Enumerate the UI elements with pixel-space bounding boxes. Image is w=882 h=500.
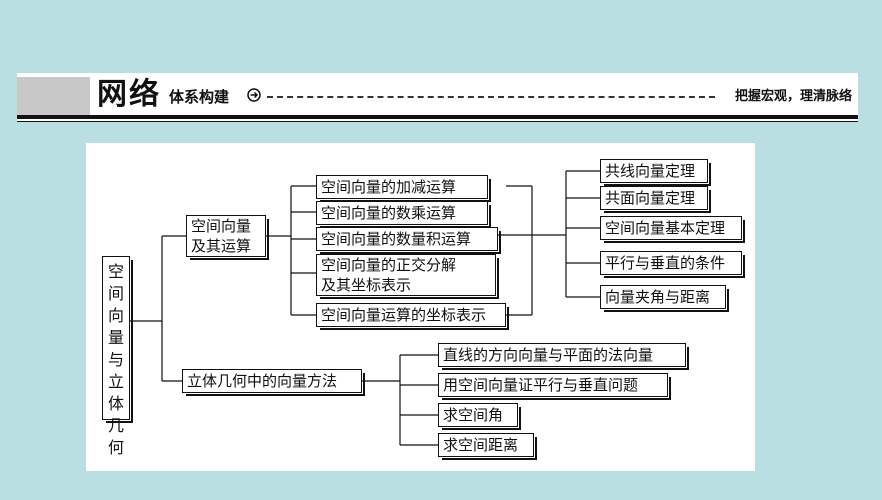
header-subtitle: 体系构建: [169, 88, 230, 106]
thm-parallel-perp: 平行与垂直的条件: [600, 251, 745, 278]
connector-lines: [130, 170, 600, 446]
op-orthogonal-line1: 空间向量的正交分解: [321, 256, 457, 274]
method-prove: 用空间向量证平行与垂直问题: [438, 373, 671, 400]
op-add-sub: 空间向量的加减运算: [316, 175, 491, 202]
op-dot-label: 空间向量的数量积运算: [321, 230, 472, 248]
header-title: 网络: [97, 77, 161, 112]
op-scalar-mul: 空间向量的数乘运算: [316, 201, 491, 228]
op-add-sub-label: 空间向量的加减运算: [321, 178, 457, 196]
header-thick-rule: [17, 115, 858, 119]
thm-angle-dist: 向量夹角与距离: [600, 285, 729, 312]
branch-vector-ops: 空间向量 及其运算: [186, 215, 269, 260]
header-gray-block: [17, 77, 90, 115]
thm-collinear-label: 共线向量定理: [605, 162, 696, 180]
thm-parallel-perp-label: 平行与垂直的条件: [605, 254, 726, 272]
section-header: 网络 体系构建 把握宏观，理清脉络: [17, 73, 858, 122]
thm-collinear: 共线向量定理: [600, 159, 711, 186]
root-label: 空间向量与立体几何: [107, 262, 124, 457]
op-coord-label: 空间向量运算的坐标表示: [321, 306, 487, 324]
diagram-panel: 空间向量与立体几何 空间向量 及其运算 空间向量的加减运算 空间向量的数乘运算 …: [86, 143, 755, 471]
header-right-text: 把握宏观，理清脉络: [734, 89, 852, 104]
method-distance-label: 求空间距离: [443, 436, 519, 454]
method-direction-normal: 直线的方向向量与平面的法向量: [438, 343, 689, 370]
thm-coplanar: 共面向量定理: [600, 186, 711, 213]
op-orthogonal-line2: 及其坐标表示: [321, 276, 412, 294]
op-coord: 空间向量运算的坐标表示: [316, 303, 509, 330]
branch-vector-ops-line1: 空间向量: [191, 217, 252, 235]
header-thin-rule: [17, 121, 858, 122]
method-angle-label: 求空间角: [443, 406, 504, 424]
op-dot: 空间向量的数量积运算: [316, 227, 501, 254]
circle-arrow-icon: [247, 88, 261, 102]
method-prove-label: 用空间向量证平行与垂直问题: [443, 376, 639, 394]
thm-angle-dist-label: 向量夹角与距离: [605, 288, 711, 306]
op-scalar-mul-label: 空间向量的数乘运算: [321, 204, 457, 222]
op-orthogonal: 空间向量的正交分解 及其坐标表示: [316, 254, 499, 299]
branch-vector-ops-line2: 及其运算: [191, 237, 252, 255]
root-node: 空间向量与立体几何: [102, 256, 133, 457]
method-distance: 求空间距离: [438, 433, 537, 460]
branch-vector-methods: 立体几何中的向量方法: [182, 369, 365, 396]
method-angle: 求空间角: [438, 403, 521, 430]
header-dashed-line: [267, 96, 715, 98]
branch-vector-methods-label: 立体几何中的向量方法: [187, 372, 338, 390]
method-direction-normal-label: 直线的方向向量与平面的法向量: [443, 346, 654, 364]
thm-coplanar-label: 共面向量定理: [605, 189, 696, 207]
thm-basic: 空间向量基本定理: [600, 216, 745, 243]
thm-basic-label: 空间向量基本定理: [605, 219, 726, 237]
